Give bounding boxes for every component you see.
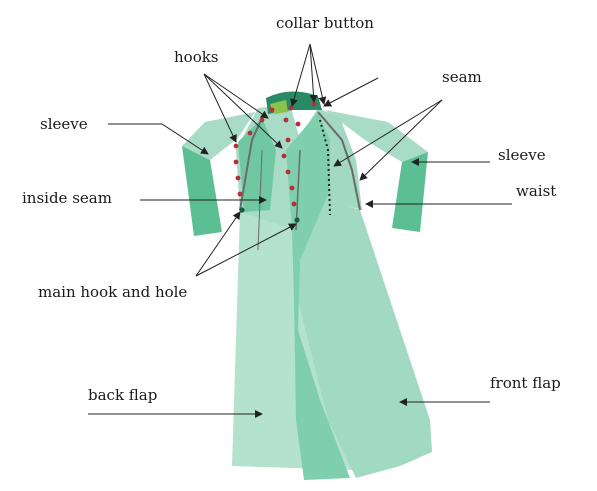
front-flap-seam — [295, 149, 301, 231]
hook-dot — [281, 153, 287, 159]
hook-dot — [259, 117, 265, 123]
arrow-main-hook-1 — [195, 211, 241, 277]
seam-line-right — [317, 111, 361, 211]
label-main-hook-and-hole: main hook and hole — [38, 283, 188, 301]
label-front-flap: front flap — [490, 374, 561, 392]
hook-dot — [247, 130, 253, 136]
pointer-arrows — [88, 43, 512, 418]
arrow-seam-2 — [359, 99, 443, 181]
hook-dots — [233, 107, 301, 207]
label-seam: seam — [442, 68, 482, 86]
hook-dot — [269, 107, 275, 113]
hook-dot — [295, 121, 301, 127]
hook-dot — [237, 191, 243, 197]
hook-dot — [283, 117, 289, 123]
label-back-flap: back flap — [88, 386, 158, 404]
front-panel — [286, 112, 350, 480]
label-sleeve-left: sleeve — [40, 115, 88, 133]
hook-dot — [285, 137, 291, 143]
arrow-collar-2 — [309, 43, 318, 103]
arrow-hooks-2 — [203, 73, 269, 119]
arrow-sleeve-left — [108, 123, 209, 155]
hook-dot — [233, 159, 239, 165]
arrow-collar-side — [323, 77, 379, 107]
label-sleeve-right: sleeve — [498, 146, 546, 164]
right-sleeve — [392, 152, 428, 232]
hook-dot — [235, 175, 241, 181]
label-collar-button: collar button — [276, 14, 374, 32]
arrow-main-hook-2 — [195, 223, 297, 277]
label-waist: waist — [516, 182, 557, 200]
arrow-collar-1 — [290, 43, 311, 107]
label-inside-seam: inside seam — [22, 189, 112, 207]
arrow-collar-3 — [309, 43, 327, 105]
main-hook-dot — [294, 217, 300, 223]
inner-panel-left — [238, 118, 276, 212]
arrow-seam-1 — [333, 99, 443, 167]
hook-dot — [285, 169, 291, 175]
hook-dot — [289, 185, 295, 191]
dotted-seam — [319, 119, 331, 216]
label-hooks: hooks — [174, 48, 219, 66]
collar-button-dot — [288, 105, 294, 111]
hook-dot — [291, 201, 297, 207]
collar-inner — [270, 100, 288, 114]
collar-button-dot — [311, 101, 317, 107]
left-sleeve — [182, 146, 222, 236]
right-sleeve-back — [325, 110, 428, 162]
arrow-hooks-3 — [203, 73, 283, 149]
front-flap-shape — [298, 190, 432, 478]
hook-dot — [233, 143, 239, 149]
arrow-hooks-1 — [203, 73, 237, 143]
main-hook-dot — [239, 207, 245, 213]
